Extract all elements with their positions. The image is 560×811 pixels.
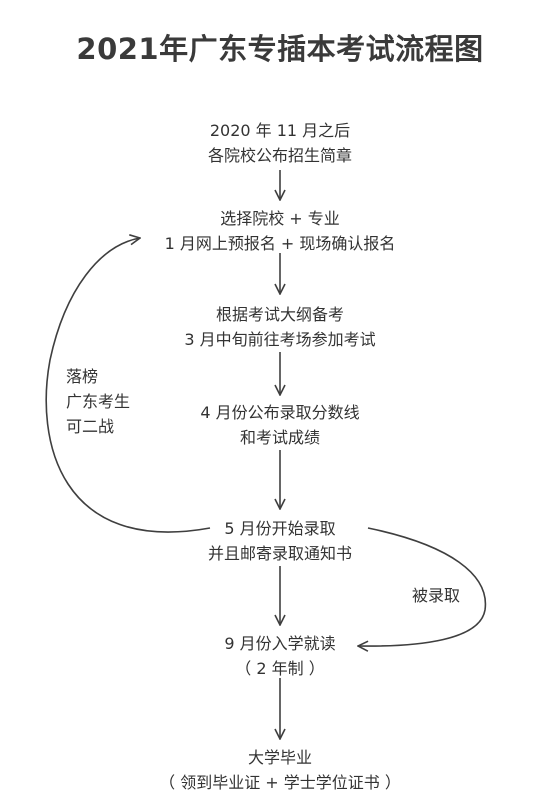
step-3: 根据考试大纲备考 3 月中旬前往考场参加考试 [80,302,480,352]
step-3-line-1: 根据考试大纲备考 [215,305,344,324]
step-2-line-1: 选择院校 + 专业 [220,209,340,228]
step-2: 选择院校 + 专业 1 月网上预报名 + 现场确认报名 [80,206,480,256]
step-1: 2020 年 11 月之后 各院校公布招生简章 [80,118,480,168]
retry-loop-label: 落榜 广东考生 可二战 [66,364,130,439]
page-title: 2021年广东专插本考试流程图 [76,32,484,66]
retry-loop-arrow [45,238,211,533]
step-4: 4 月份公布录取分数线 和考试成绩 [80,400,480,450]
step-7-line-1: 大学毕业 [247,748,312,767]
step-5-line-2: 并且邮寄录取通知书 [207,544,352,563]
step-1-line-2: 各院校公布招生简章 [207,146,352,165]
retry-loop-label-line-1: 落榜 [66,367,99,386]
step-6-line-1: 9 月份入学就读 [224,634,336,653]
step-4-line-2: 和考试成绩 [239,428,320,447]
step-3-line-2: 3 月中旬前往考场参加考试 [184,330,376,349]
step-7: 大学毕业 （ 领到毕业证 + 学士学位证书 ） [80,745,480,795]
step-5: 5 月份开始录取 并且邮寄录取通知书 [80,516,480,566]
retry-loop-label-line-2: 广东考生 [66,392,131,411]
step-2-line-2: 1 月网上预报名 + 现场确认报名 [164,234,396,253]
step-6: 9 月份入学就读 （ 2 年制 ） [80,631,480,681]
retry-loop-label-line-3: 可二战 [66,417,115,436]
step-1-line-1: 2020 年 11 月之后 [209,121,351,140]
admitted-label: 被录取 [412,586,461,605]
step-6-line-2: （ 2 年制 ） [235,659,325,678]
admitted-arrow [358,527,487,646]
step-4-line-1: 4 月份公布录取分数线 [200,403,360,422]
step-7-line-2: （ 领到毕业证 + 学士学位证书 ） [159,773,401,792]
step-5-line-1: 5 月份开始录取 [224,519,336,538]
